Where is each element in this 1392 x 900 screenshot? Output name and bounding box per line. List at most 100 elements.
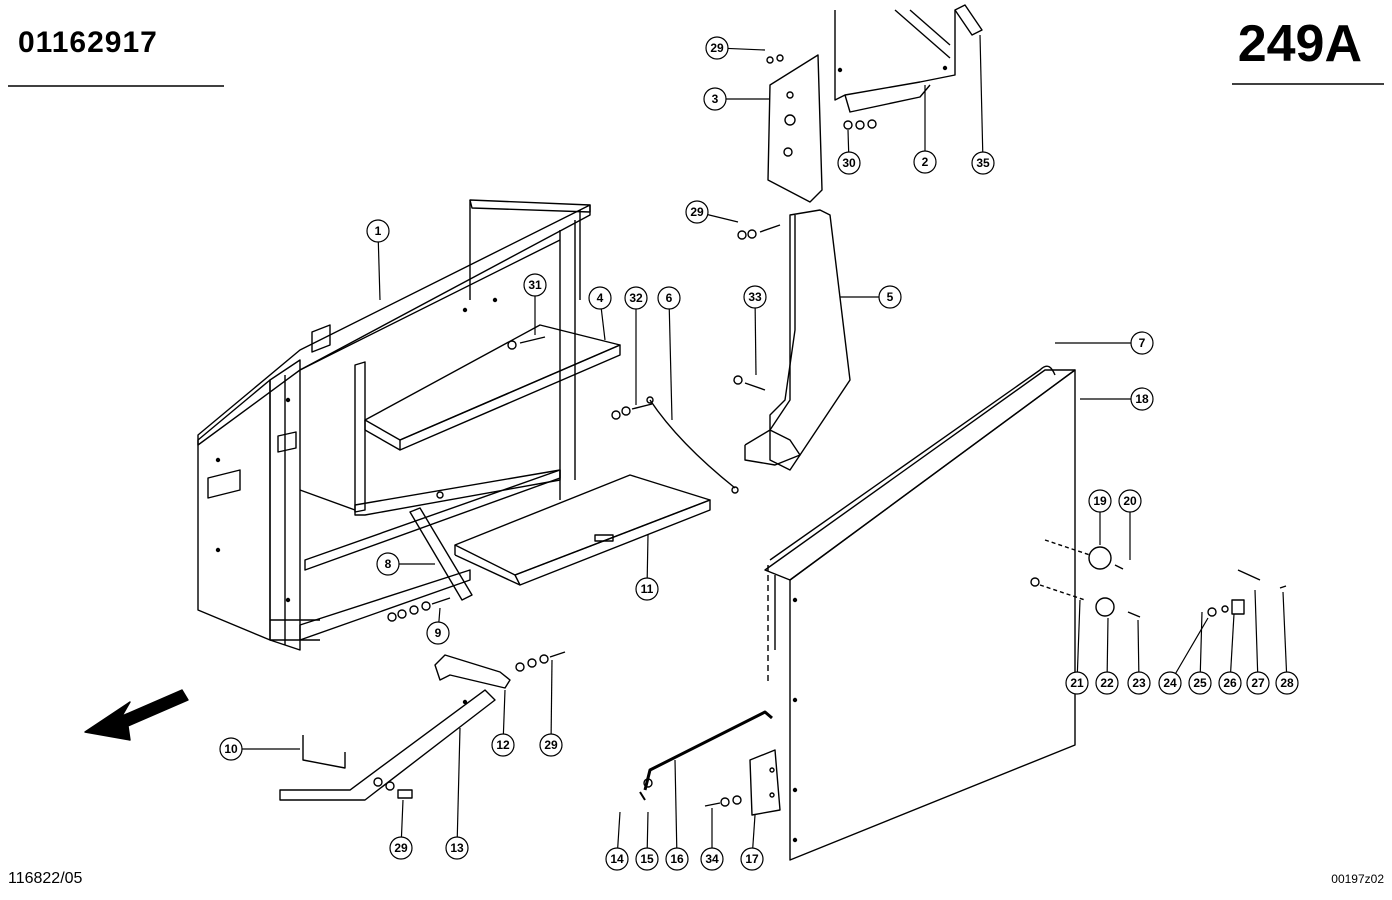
callout-number: 31	[528, 278, 542, 292]
callout-circle	[971, 151, 995, 175]
callout-leader-line	[646, 811, 649, 849]
callout-number: 29	[394, 841, 408, 855]
callout-number: 19	[1093, 494, 1107, 508]
callout-leader-line	[456, 727, 461, 838]
callout-24: 24	[1158, 617, 1209, 695]
callout-34: 34	[700, 808, 724, 871]
callout-number: 17	[745, 852, 759, 866]
callout-leader-line	[979, 34, 984, 153]
callout-25: 25	[1188, 611, 1212, 695]
callout-circle	[635, 577, 659, 601]
callout-number: 29	[710, 41, 724, 55]
callout-circle	[539, 733, 563, 757]
callout-number: 18	[1135, 392, 1149, 406]
bracket-part-2	[834, 9, 956, 113]
callout-leader-line	[377, 241, 381, 301]
callout-circle	[219, 737, 243, 761]
callout-circle	[588, 286, 612, 310]
callout-14: 14	[605, 811, 629, 871]
callout-2: 2	[913, 85, 937, 174]
callout-circle	[878, 285, 902, 309]
strip-part-35	[954, 4, 983, 36]
callout-circle	[665, 847, 689, 871]
callout-number: 2	[922, 155, 929, 169]
callout-leader-line	[1199, 611, 1203, 673]
callout-leader-line	[550, 659, 553, 735]
callout-leader-line	[754, 307, 757, 376]
callout-22: 22	[1095, 617, 1119, 695]
callout-circle	[1065, 671, 1089, 695]
callout-number: 27	[1251, 676, 1265, 690]
callout-3: 3	[703, 87, 770, 111]
callout-circle	[705, 36, 729, 60]
part-number: 01162917	[18, 26, 158, 59]
callout-circle	[657, 286, 681, 310]
callout-circle	[366, 219, 390, 243]
callout-number: 9	[435, 626, 442, 640]
callout-number: 20	[1123, 494, 1137, 508]
footer-reference-code: 00197z02	[1331, 872, 1384, 886]
callout-circle	[743, 285, 767, 309]
callout-number: 35	[976, 156, 990, 170]
callout-leader-line	[438, 607, 441, 623]
callout-15: 15	[635, 811, 659, 871]
callout-circle	[700, 847, 724, 871]
callout-7: 7	[1055, 331, 1154, 355]
callout-circle	[685, 200, 709, 224]
callout-circle	[635, 847, 659, 871]
callout-leader-line	[600, 308, 606, 341]
callout-leader-line	[668, 308, 673, 421]
callout-number: 6	[666, 291, 673, 305]
footer-drawing-number: 116822/05	[8, 870, 83, 887]
callout-circle	[624, 286, 648, 310]
panel-door-part-18	[764, 365, 1076, 861]
callout-35: 35	[971, 34, 995, 175]
callout-circle	[1127, 671, 1151, 695]
callout-circle	[1246, 671, 1270, 695]
callout-circle	[491, 733, 515, 757]
callout-23: 23	[1127, 619, 1151, 695]
callout-12: 12	[491, 689, 515, 757]
callout-circle	[1118, 489, 1142, 513]
lower-shelf-part-11	[454, 474, 711, 586]
callout-30: 30	[837, 129, 861, 175]
callout-5: 5	[840, 285, 902, 309]
housing-part-1	[197, 199, 591, 651]
callout-circle	[445, 836, 469, 860]
callout-number: 1	[375, 224, 382, 238]
callout-number: 13	[450, 841, 464, 855]
callout-number: 5	[887, 290, 894, 304]
callout-circle	[389, 836, 413, 860]
callout-17: 17	[740, 814, 764, 871]
callout-circle	[1130, 331, 1154, 355]
callout-circle	[426, 621, 450, 645]
callout-circle	[523, 273, 547, 297]
callout-leader-line	[674, 759, 678, 849]
callout-number: 21	[1070, 676, 1084, 690]
callout-number: 29	[544, 738, 558, 752]
callout-leader-line	[707, 214, 739, 223]
callout-16: 16	[665, 759, 689, 871]
callout-leader-line	[847, 129, 850, 153]
latch-hardware	[1030, 539, 1287, 618]
callout-number: 32	[629, 291, 643, 305]
callout-circle	[913, 150, 937, 174]
callout-circle	[1095, 671, 1119, 695]
callout-circle	[740, 847, 764, 871]
callout-leader-line	[1175, 617, 1209, 674]
callout-number: 22	[1100, 676, 1114, 690]
forward-arrow-icon	[84, 689, 189, 741]
callout-18: 18	[1080, 387, 1154, 411]
bracket-part-12	[434, 654, 511, 689]
hinge-part-17	[749, 749, 781, 816]
callout-13: 13	[445, 727, 469, 860]
callout-number: 23	[1132, 676, 1146, 690]
callout-circle	[1130, 387, 1154, 411]
callout-number: 10	[224, 742, 238, 756]
callout-circle	[1188, 671, 1212, 695]
callout-leader-line	[646, 534, 649, 579]
callout-33: 33	[743, 285, 767, 376]
callout-leader-line	[1254, 589, 1259, 673]
